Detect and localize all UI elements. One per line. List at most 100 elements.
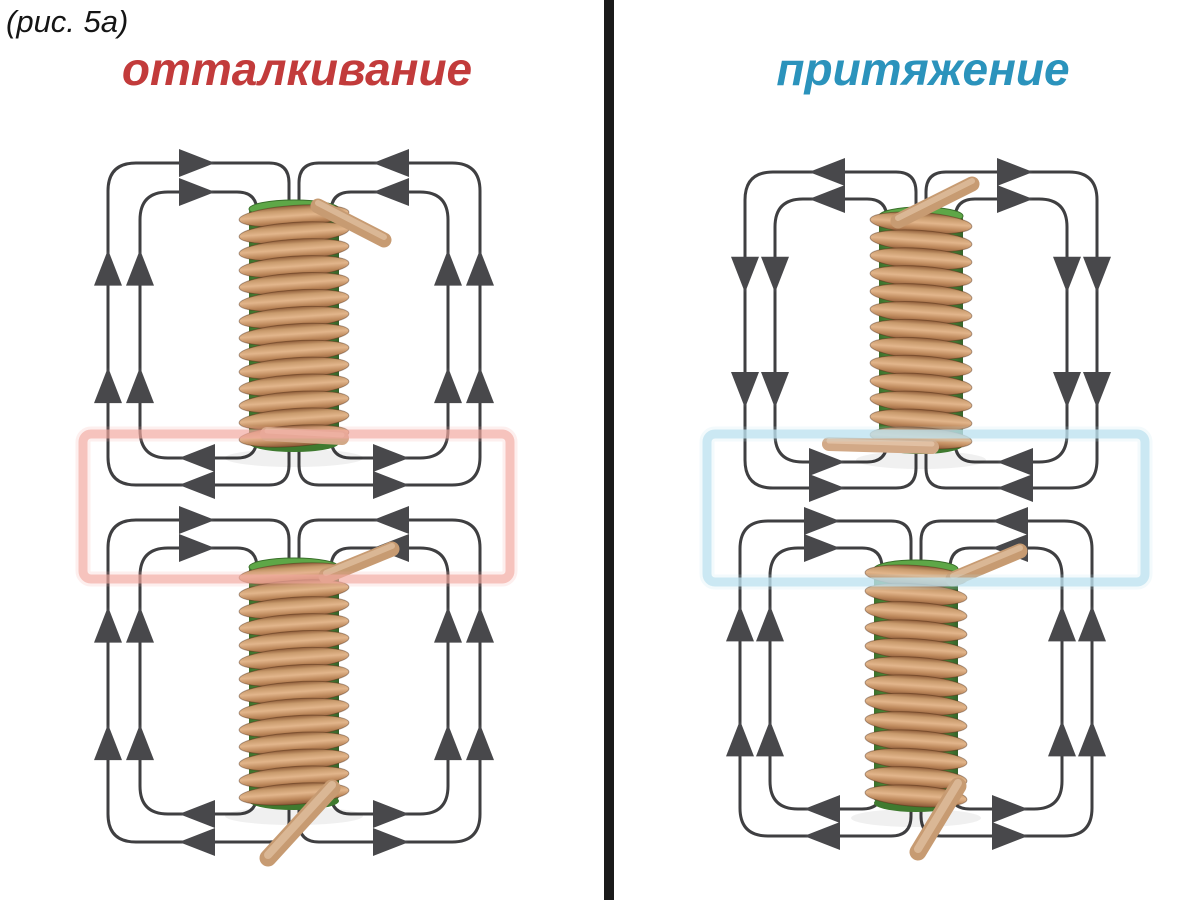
field-arrow-up — [126, 606, 154, 643]
field-arrow-right — [373, 471, 409, 499]
field-arrow-down — [731, 372, 759, 409]
field-arrow-left — [809, 185, 845, 213]
attraction-panel — [699, 158, 1153, 861]
field-arrow-right — [804, 534, 840, 562]
field-arrow-right — [373, 828, 409, 856]
coil-wire-stub — [822, 437, 939, 454]
field-arrow-right — [992, 822, 1028, 850]
field-arrow-up — [726, 720, 754, 757]
field-arrow-left — [997, 474, 1033, 502]
field-arrow-left — [992, 507, 1028, 535]
field-line-inner-right — [329, 190, 450, 460]
field-arrow-left — [179, 800, 215, 828]
field-arrow-up — [126, 367, 154, 404]
field-line-inner-right — [329, 546, 450, 816]
field-line-inner-left — [773, 197, 889, 464]
field-arrow-down — [761, 256, 789, 293]
field-arrow-left — [809, 158, 845, 186]
field-arrow-left — [373, 178, 409, 206]
field-line-outer-right — [297, 518, 482, 844]
coil-wire-tail — [310, 198, 392, 248]
coil-wire-tail — [318, 541, 400, 584]
field-arrow-up — [1078, 720, 1106, 757]
field-arrow-down — [731, 256, 759, 293]
field-arrow-left — [804, 795, 840, 823]
field-arrow-up — [434, 606, 462, 643]
field-line-inner-right — [953, 197, 1069, 464]
attraction-panel-highlight-zone — [702, 429, 1150, 587]
field-arrow-up — [1078, 605, 1106, 642]
field-arrow-up — [94, 724, 122, 761]
field-arrow-up — [94, 249, 122, 286]
field-lines-lower-coil — [726, 507, 1106, 850]
field-arrow-left — [373, 149, 409, 177]
panel-divider — [604, 0, 614, 900]
field-arrow-up — [756, 605, 784, 642]
field-arrow-up — [466, 606, 494, 643]
coil-wire-highlight — [950, 545, 1023, 579]
field-line-outer-left — [738, 519, 913, 838]
field-arrow-right — [997, 158, 1033, 186]
field-arrow-up — [1048, 720, 1076, 757]
field-arrow-up — [434, 249, 462, 286]
attraction-title: притяжение — [776, 43, 1070, 95]
coil-wire-highlight — [315, 200, 387, 240]
field-arrow-down — [1053, 256, 1081, 293]
field-arrow-up — [94, 367, 122, 404]
coil-wire-tail — [909, 777, 967, 861]
field-arrow-right — [373, 800, 409, 828]
field-arrow-down — [1083, 256, 1111, 293]
coil-shadow — [856, 451, 986, 469]
field-line-outer-right — [297, 161, 482, 487]
field-arrow-up — [434, 367, 462, 404]
field-line-inner-right — [948, 546, 1064, 811]
repulsion-panel-highlight-zone — [78, 429, 515, 584]
field-line-outer-right — [924, 170, 1099, 490]
field-arrow-right — [809, 474, 845, 502]
coil-shadow — [225, 449, 363, 467]
coil-wire-tail — [945, 543, 1028, 587]
solenoid-upper-coil — [822, 176, 986, 469]
coil-wire-highlight — [826, 438, 935, 447]
field-arrow-up — [1048, 605, 1076, 642]
field-arrow-left — [179, 471, 215, 499]
field-line-inner-left — [768, 546, 884, 811]
figure-label: (рис. 5а) — [6, 4, 129, 39]
field-line-outer-left — [106, 161, 291, 487]
field-arrow-up — [756, 720, 784, 757]
field-line-inner-left — [138, 190, 259, 460]
coil-wire-tail — [890, 176, 980, 229]
field-arrow-right — [179, 178, 215, 206]
repulsion-panel — [75, 149, 518, 867]
field-arrow-down — [761, 372, 789, 409]
field-arrow-right — [179, 506, 215, 534]
field-arrow-down — [1053, 372, 1081, 409]
field-arrow-right — [804, 507, 840, 535]
attraction-panel-highlight-glow — [699, 426, 1153, 590]
field-arrow-left — [179, 444, 215, 472]
field-arrow-left — [373, 506, 409, 534]
coil-wire-highlight — [914, 779, 962, 853]
coil-wire-highlight — [323, 543, 395, 576]
coil-wire-tail — [259, 779, 341, 867]
repulsion-title: отталкивание — [121, 43, 473, 95]
field-arrow-right — [809, 448, 845, 476]
field-arrow-up — [726, 605, 754, 642]
field-arrow-up — [126, 249, 154, 286]
field-arrow-right — [373, 444, 409, 472]
field-lines-upper-coil — [731, 158, 1111, 502]
field-arrow-left — [804, 822, 840, 850]
field-arrow-up — [94, 606, 122, 643]
field-line-outer-left — [743, 170, 918, 490]
field-arrow-up — [434, 724, 462, 761]
field-arrow-up — [126, 724, 154, 761]
field-arrow-right — [997, 185, 1033, 213]
coil-wire-highlight — [264, 781, 336, 859]
field-arrow-up — [466, 249, 494, 286]
field-lines-upper-coil — [94, 149, 494, 499]
field-arrow-right — [179, 534, 215, 562]
field-arrow-up — [466, 367, 494, 404]
repulsion-panel-highlight-glow — [75, 426, 518, 587]
